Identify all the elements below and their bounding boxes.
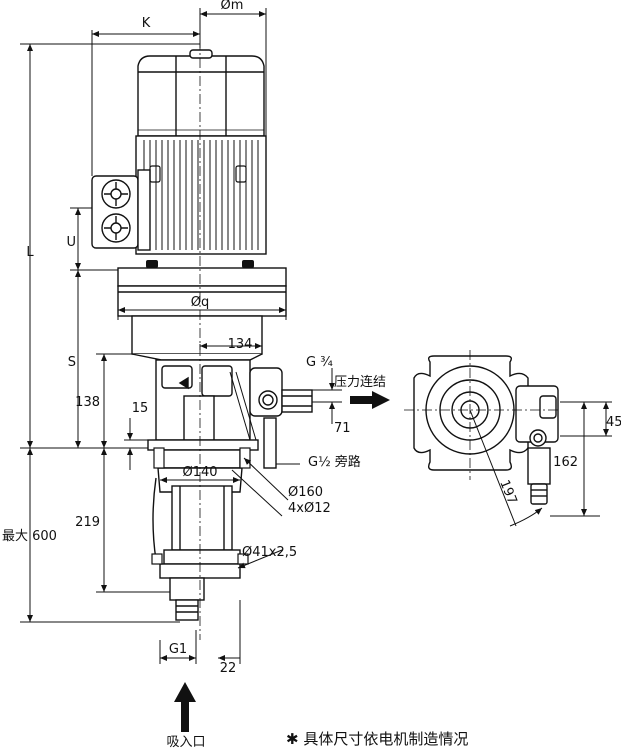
- dim-162: 162: [553, 455, 578, 470]
- dim-m-diameter: Øm: [221, 0, 244, 13]
- dim-138: 138: [75, 395, 100, 410]
- motor-bolts: [146, 165, 254, 268]
- dim-g-half-bypass: G½ 旁路: [308, 454, 361, 470]
- dimension-lines: [20, 8, 612, 664]
- dim-dia-140: Ø140: [182, 465, 217, 480]
- dim-holes: 4xØ12: [288, 501, 331, 516]
- dim-45: 45: [606, 415, 621, 430]
- dim-g-three-quarter: G ¾: [306, 355, 333, 370]
- dim-q-diameter: Øq: [191, 295, 209, 310]
- center-lines: [199, 40, 560, 640]
- dim-u: U: [66, 235, 76, 250]
- dim-k: K: [142, 16, 151, 31]
- suction-arrow-icon: [174, 682, 196, 732]
- footnote: ✱ 具体尺寸依电机制造情况: [286, 730, 468, 748]
- dim-g1: G1: [169, 642, 187, 657]
- dim-15: 15: [132, 401, 149, 416]
- dim-pipe: Ø41x2,5: [242, 545, 297, 560]
- pressure-connection-label: 压力连结: [334, 374, 386, 390]
- terminal-box: [91, 169, 151, 251]
- dim-s: S: [68, 355, 76, 370]
- pressure-arrow-icon: [350, 391, 390, 409]
- dim-134: 134: [228, 337, 253, 352]
- dim-219: 219: [75, 515, 100, 530]
- cable-gland-upper-icon: [101, 179, 131, 209]
- dim-dia-160: Ø160: [288, 485, 323, 500]
- dimension-arrows: [27, 11, 609, 661]
- cable-gland-lower-icon: [101, 213, 131, 243]
- motor: [135, 49, 267, 255]
- motor-cooling-ribs: [143, 140, 259, 250]
- pump-housing: [155, 359, 313, 469]
- dim-l: L: [26, 245, 34, 260]
- dim-71: 71: [334, 421, 351, 436]
- dim-197: 197: [496, 478, 519, 507]
- dim-22: 22: [220, 661, 237, 676]
- side-view: [413, 355, 559, 505]
- suction-inlet-label: 吸入口: [166, 735, 205, 750]
- dim-max-600: 最大 600: [2, 529, 57, 544]
